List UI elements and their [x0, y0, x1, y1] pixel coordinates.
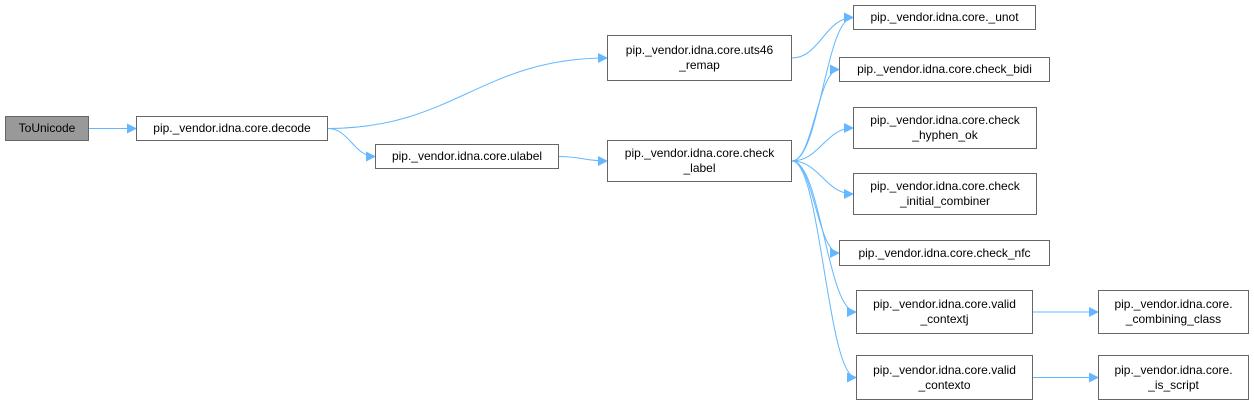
edge-check_label-to-valid_contexto	[791, 160, 857, 383]
node-label-line: _initial_combiner	[899, 194, 991, 208]
edge-check_label-to-valid_contextj	[791, 160, 857, 317]
edge-check_label-to-check_bidi	[791, 64, 840, 162]
node-label-line: pip._vendor.idna.core.check	[624, 146, 775, 160]
node-check-nfc[interactable]: pip._vendor.idna.core.check_nfc	[839, 240, 1050, 266]
node-label-line: _remap	[679, 58, 720, 72]
node-decode[interactable]: pip._vendor.idna.core.decode	[136, 116, 328, 141]
node-unot[interactable]: pip._vendor.idna.core._unot	[853, 5, 1036, 30]
node-valid-contexto[interactable]: pip._vendor.idna.core.valid _contexto	[856, 355, 1033, 400]
edge-decode-to-ulabel	[327, 128, 376, 162]
node-check-initial-combiner[interactable]: pip._vendor.idna.core.check _initial_com…	[853, 173, 1037, 215]
node-label-line: pip._vendor.idna.core.valid	[873, 297, 1016, 311]
node-valid-contextj[interactable]: pip._vendor.idna.core.valid _contextj	[856, 290, 1033, 334]
node-label-line: pip._vendor.idna.core.ulabel	[391, 149, 543, 163]
node-label-line: pip._vendor.idna.core.decode	[153, 121, 311, 135]
node-label-line: _label	[683, 161, 716, 175]
node-label-line: pip._vendor.idna.core.check_bidi	[857, 62, 1032, 76]
node-label-line: ToUnicode	[18, 121, 76, 135]
node-label-line: pip._vendor.idna.core.check	[870, 179, 1020, 193]
node-combining-class[interactable]: pip._vendor.idna.core. _combining_class	[1098, 290, 1249, 334]
node-uts46-remap[interactable]: pip._vendor.idna.core.uts46 _remap	[607, 35, 792, 81]
edge-check_label-to-check_nfc	[791, 160, 840, 258]
edge-check_label-to-check_hyphen_ok	[791, 123, 854, 162]
node-check-hyphen-ok[interactable]: pip._vendor.idna.core.check _hyphen_ok	[853, 107, 1037, 149]
node-check-label[interactable]: pip._vendor.idna.core.check _label	[607, 140, 792, 182]
node-label-line: pip._vendor.idna.core.check_nfc	[858, 245, 1031, 260]
edge-check_label-to-check_initial_combiner	[791, 160, 854, 199]
node-label-line: _contexto	[918, 377, 971, 392]
node-ulabel[interactable]: pip._vendor.idna.core.ulabel	[375, 144, 559, 169]
node-label-line: _is_script	[1148, 377, 1199, 392]
node-label-line: pip._vendor.idna.core.check	[870, 113, 1020, 127]
edge-ulabel-to-check_label	[558, 155, 608, 166]
node-label-line: pip._vendor.idna.core.valid	[873, 362, 1016, 377]
node-label-line: pip._vendor.idna.core.uts46	[625, 43, 774, 57]
node-label-line: _combining_class	[1125, 312, 1222, 326]
node-label-line: pip._vendor.idna.core.	[1114, 297, 1233, 311]
node-check-bidi[interactable]: pip._vendor.idna.core.check_bidi	[839, 57, 1050, 82]
node-is-script[interactable]: pip._vendor.idna.core. _is_script	[1098, 355, 1249, 400]
node-label-line: _hyphen_ok	[912, 128, 978, 142]
node-label-line: _contextj	[920, 312, 969, 326]
node-label-line: pip._vendor.idna.core._unot	[870, 10, 1019, 24]
node-tounicode: ToUnicode	[5, 116, 89, 141]
edge-decode-to-uts46_remap	[327, 53, 608, 129]
edge-check_label-to-unot	[791, 12, 854, 162]
node-label-line: pip._vendor.idna.core.	[1114, 362, 1233, 377]
